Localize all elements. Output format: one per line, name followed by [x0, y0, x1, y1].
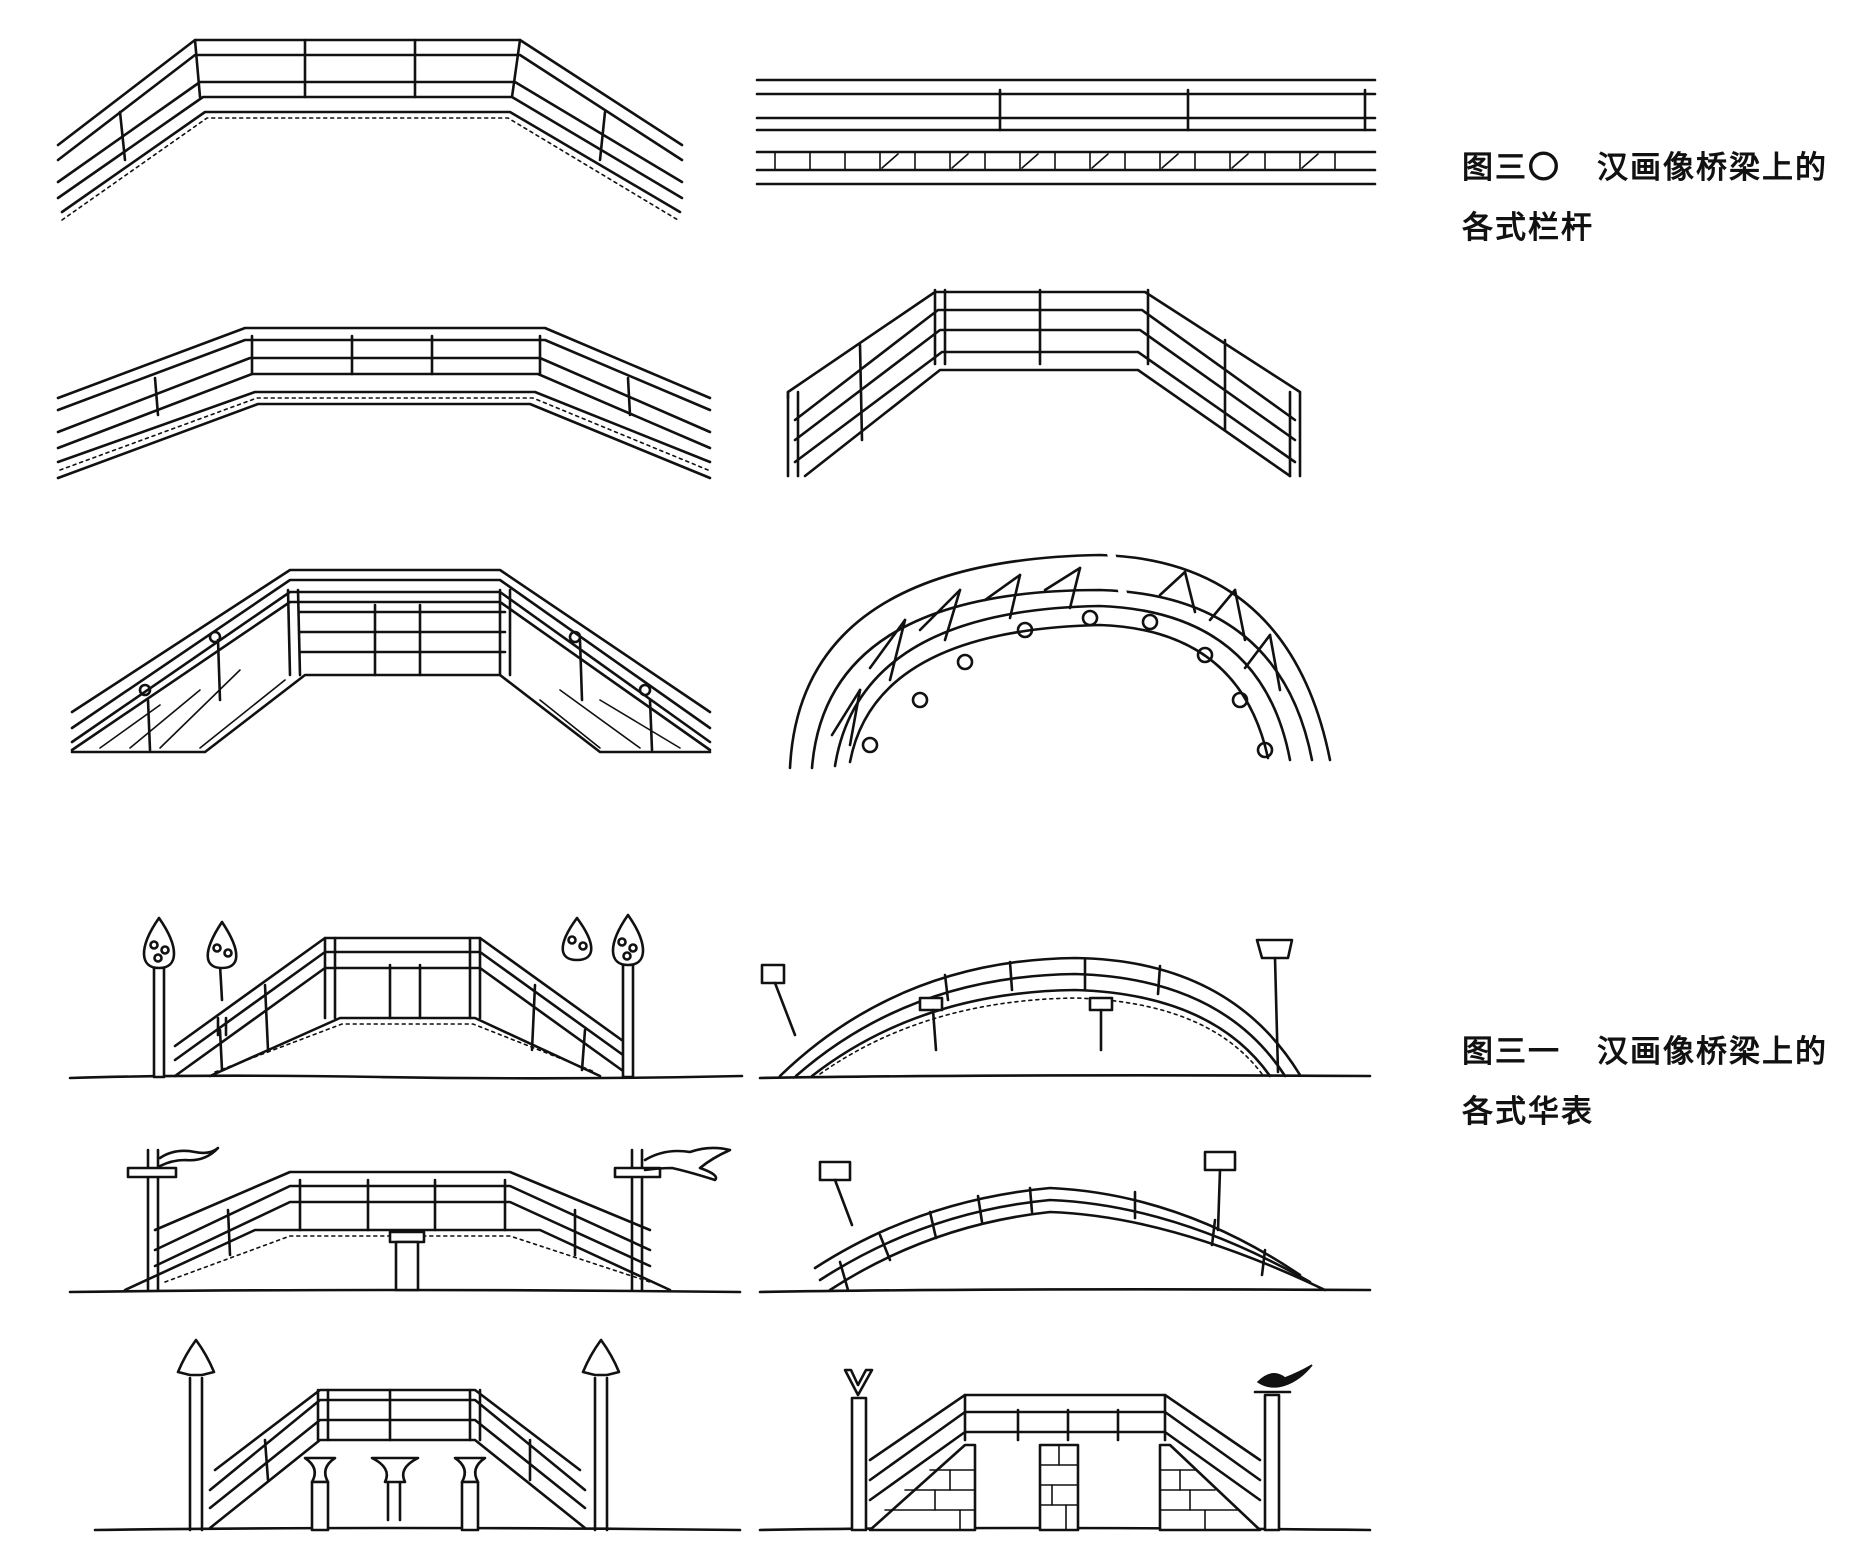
railing-drawing-6	[788, 548, 1332, 770]
railing-drawing-2	[755, 78, 1377, 186]
figure-30-number: 图三〇	[1462, 150, 1561, 186]
figure-31-caption-line1: 图三一汉画像桥梁上的	[1462, 1022, 1828, 1082]
figure-31-drawings	[68, 913, 1372, 1532]
railing-drawing-5	[70, 568, 712, 754]
huabiao-drawing-3	[68, 1146, 742, 1294]
huabiao-drawing-1	[68, 913, 744, 1080]
figure-31-number: 图三一	[1462, 1034, 1561, 1070]
huabiao-drawing-6	[758, 1364, 1372, 1532]
figure-30-drawings	[56, 38, 1377, 770]
railing-drawing-1	[56, 38, 684, 221]
figure-30-caption-title: 汉画像桥梁上的	[1597, 150, 1828, 186]
figure-31-caption: 图三一汉画像桥梁上的 各式华表	[1462, 1022, 1828, 1142]
figure-31-caption-title: 汉画像桥梁上的	[1597, 1034, 1828, 1070]
figure-30-caption: 图三〇汉画像桥梁上的 各式栏杆	[1462, 138, 1828, 258]
huabiao-drawing-4	[758, 1150, 1372, 1294]
figure-31-caption-line2: 各式华表	[1462, 1094, 1594, 1130]
railing-drawing-3	[56, 326, 712, 480]
railing-drawing-4	[786, 288, 1302, 478]
huabiao-drawing-2	[758, 938, 1372, 1080]
huabiao-drawing-5	[93, 1338, 742, 1532]
figure-30-caption-line1: 图三〇汉画像桥梁上的	[1462, 138, 1828, 198]
figure-30-caption-line2: 各式栏杆	[1462, 210, 1594, 246]
